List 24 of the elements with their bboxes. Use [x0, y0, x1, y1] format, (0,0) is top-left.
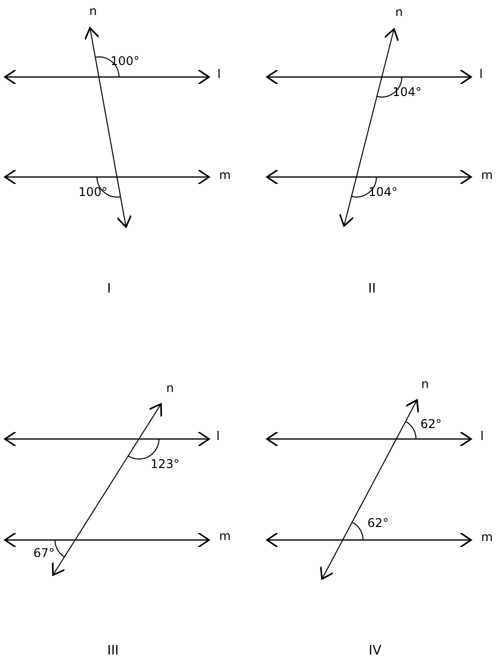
figure-number: IV [368, 644, 382, 658]
line-name-label: l [217, 68, 221, 80]
angle-label: 104° [392, 86, 422, 98]
angle-label: 104° [368, 186, 398, 198]
line-name-label: n [89, 5, 97, 17]
line-name-label: n [421, 378, 429, 390]
line-name-label: l [479, 68, 483, 80]
line-name-label: m [481, 531, 493, 543]
angle-label: 62° [420, 418, 442, 430]
angle-label: 67° [33, 547, 55, 559]
line-name-label: m [219, 530, 231, 542]
figure-number: III [107, 644, 119, 658]
figure-number: I [107, 282, 111, 296]
line-name-label: l [216, 430, 220, 442]
line-name-label: m [219, 169, 231, 181]
angle-label: 100° [78, 186, 108, 198]
angle-label: 62° [367, 517, 389, 529]
line-name-label: n [395, 6, 403, 18]
line-name-label: n [166, 382, 174, 394]
line-name-label: l [480, 430, 484, 442]
figure-number: II [368, 282, 376, 296]
angle-label: 123° [150, 458, 180, 470]
line-name-label: m [481, 169, 493, 181]
angle-label: 100° [110, 55, 140, 67]
